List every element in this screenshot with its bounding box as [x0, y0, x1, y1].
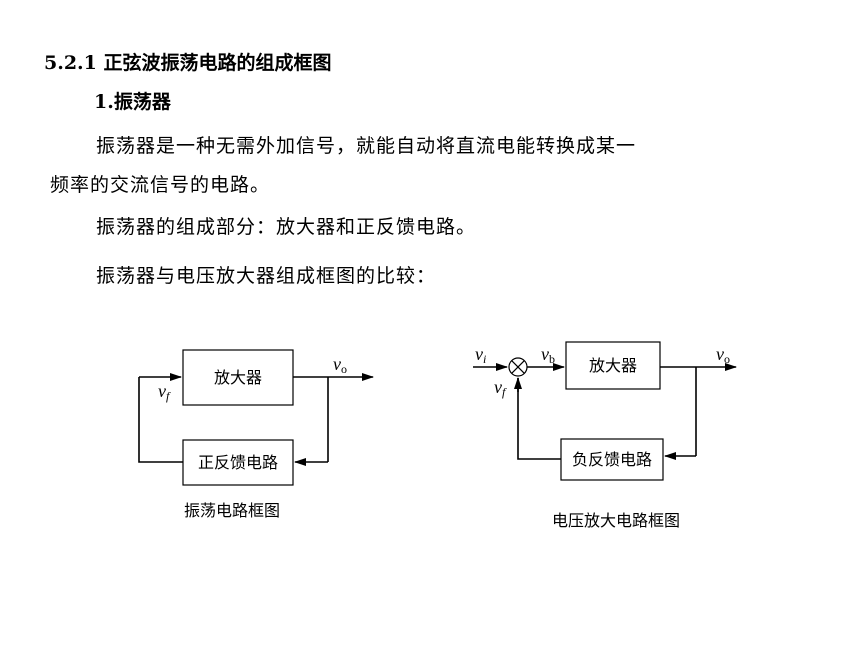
- summing-cross-b: [511, 360, 525, 374]
- left-amplifier-label: 放大器: [214, 368, 262, 387]
- paragraph-3: 振荡器与电压放大器组成框图的比较：: [96, 265, 437, 287]
- left-output-label: vo: [333, 354, 347, 376]
- subsection-title: 1.振荡器: [94, 91, 171, 113]
- paragraph-2: 振荡器的组成部分：放大器和正反馈电路。: [96, 216, 477, 238]
- right-amplifier-label: 放大器: [589, 356, 637, 375]
- right-output-label: vo: [716, 344, 730, 366]
- paragraph-1-line-2: 频率的交流信号的电路。: [50, 174, 271, 196]
- left-feedback-return-wire: [138, 377, 183, 463]
- left-caption: 振荡电路框图: [184, 501, 280, 520]
- left-feedback-signal-label: vf: [158, 381, 171, 403]
- right-feedback-signal-label: vf: [494, 377, 507, 399]
- left-feedback-label: 正反馈电路: [198, 453, 278, 472]
- amplifier-diagram: 放大器 负反馈电路 vi vb vo vf 电压放大电路框图: [473, 341, 737, 530]
- paragraph-1-line-1: 振荡器是一种无需外加信号，就能自动将直流电能转换成某一: [96, 135, 637, 157]
- right-mid-label: vb: [541, 344, 555, 366]
- right-feedback-label: 负反馈电路: [572, 450, 652, 469]
- oscillator-diagram: 放大器 正反馈电路 vo vf 振荡电路框图: [138, 349, 374, 520]
- right-input-label: vi: [475, 344, 486, 366]
- right-feedback-return-wire: [517, 378, 561, 460]
- right-caption: 电压放大电路框图: [552, 511, 680, 530]
- right-amplifier-box: [565, 341, 661, 390]
- section-title: 5.2.1 正弦波振荡电路的组成框图: [44, 52, 332, 74]
